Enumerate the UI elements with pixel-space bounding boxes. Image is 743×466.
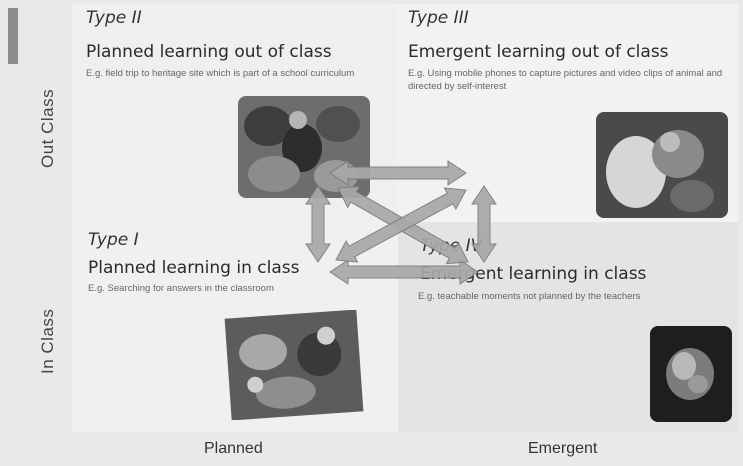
x-axis-label-emergent: Emergent — [528, 440, 598, 457]
type-2-example: E.g. field trip to heritage site which i… — [86, 68, 355, 79]
type-2-label: Type II — [86, 8, 142, 28]
type-1-example: E.g. Searching for answers in the classr… — [88, 283, 274, 294]
type-1-label: Type I — [88, 230, 139, 250]
arrow-type2-type1 — [305, 185, 331, 263]
arrow-type3-type4 — [471, 185, 497, 263]
type-1-heading: Planned learning in class — [88, 258, 300, 278]
animal-photo — [596, 112, 728, 218]
butterfly-photo — [650, 326, 732, 422]
arrow-diagonal-type1-type3 — [335, 187, 467, 263]
classroom-photo — [224, 310, 364, 420]
arrow-type1-type4 — [329, 259, 479, 285]
type-3-heading: Emergent learning out of class — [408, 42, 669, 62]
type-4-heading: Emergent learning in class — [420, 264, 647, 284]
type-3-label: Type III — [408, 8, 469, 28]
type-3-example: E.g. Using mobile phones to capture pict… — [408, 68, 723, 92]
type-2-heading: Planned learning out of class — [86, 42, 332, 62]
x-axis-label-planned: Planned — [204, 440, 263, 457]
arrow-type2-type3 — [329, 160, 467, 186]
side-accent-bar — [8, 8, 18, 64]
type-4-example: E.g. teachable moments not planned by th… — [418, 291, 641, 302]
